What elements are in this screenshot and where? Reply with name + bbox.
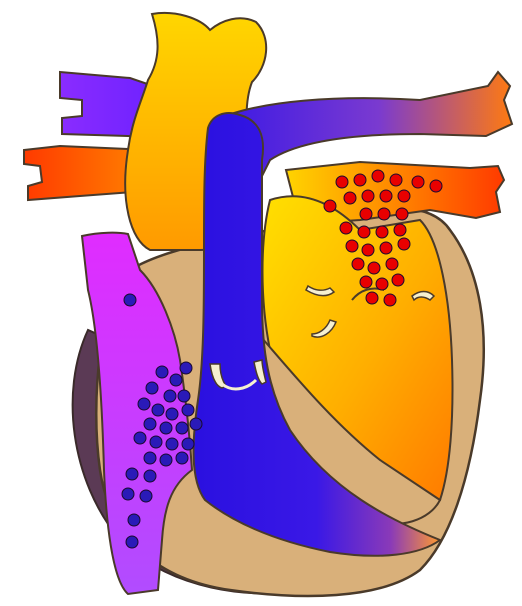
oxygenated-blood-cell [362,244,374,256]
oxygenated-blood-cell [394,224,406,236]
oxygenated-blood-cell [376,226,388,238]
oxygenated-blood-cell [336,176,348,188]
deoxygenated-blood-cell [180,362,192,374]
deoxygenated-blood-cell [128,514,140,526]
oxygenated-blood-cell [412,176,424,188]
deoxygenated-blood-cell [166,438,178,450]
deoxygenated-blood-cell [144,452,156,464]
deoxygenated-blood-cell [134,432,146,444]
oxygenated-blood-cell [358,226,370,238]
deoxygenated-blood-cell [190,418,202,430]
deoxygenated-blood-cell [176,422,188,434]
deoxygenated-blood-cell [156,366,168,378]
oxygenated-blood-cell [360,276,372,288]
deoxygenated-blood-cell [146,382,158,394]
oxygenated-blood-cell [390,174,402,186]
deoxygenated-blood-cell [164,390,176,402]
oxygenated-blood-cell [386,258,398,270]
deoxygenated-blood-cell [170,374,182,386]
oxygenated-blood-cell [378,208,390,220]
oxygenated-blood-cell [366,292,378,304]
oxygenated-blood-cell [360,208,372,220]
oxygenated-blood-cell [352,258,364,270]
deoxygenated-blood-cell [182,404,194,416]
oxygenated-blood-cell [430,180,442,192]
oxygenated-blood-cell [324,200,336,212]
oxygenated-blood-cell [346,240,358,252]
deoxygenated-blood-cell [138,398,150,410]
oxygenated-blood-cell [392,274,404,286]
deoxygenated-blood-cell [178,390,190,402]
oxygenated-blood-cell [376,278,388,290]
oxygenated-blood-cell [340,222,352,234]
deoxygenated-blood-cell [144,470,156,482]
oxygenated-blood-cell [372,170,384,182]
deoxygenated-blood-cell [182,438,194,450]
oxygenated-blood-cell [344,192,356,204]
oxygenated-blood-cell [380,242,392,254]
oxygenated-blood-cell [396,208,408,220]
deoxygenated-blood-cell [122,488,134,500]
oxygenated-blood-cell [368,262,380,274]
deoxygenated-blood-cell [160,454,172,466]
oxygenated-blood-cell [362,190,374,202]
oxygenated-blood-cell [380,190,392,202]
deoxygenated-blood-cell [150,436,162,448]
deoxygenated-blood-cell [144,418,156,430]
deoxygenated-blood-cell [124,294,136,306]
oxygenated-blood-cell [398,190,410,202]
deoxygenated-blood-cell [140,490,152,502]
oxygenated-blood-cell [398,238,410,250]
oxygenated-blood-cell [354,174,366,186]
deoxygenated-blood-cell [152,404,164,416]
deoxygenated-blood-cell [176,452,188,464]
deoxygenated-blood-cell [160,422,172,434]
deoxygenated-blood-cell [126,536,138,548]
oxygenated-blood-cell [384,294,396,306]
deoxygenated-blood-cell [126,468,138,480]
deoxygenated-blood-cell [166,408,178,420]
